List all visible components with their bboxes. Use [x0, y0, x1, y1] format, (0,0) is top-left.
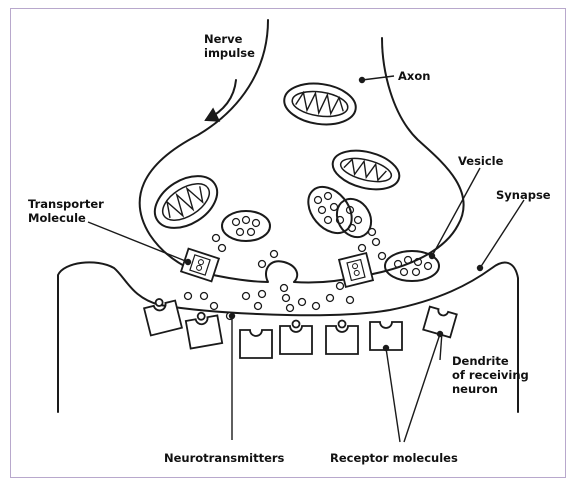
mitochondrion-left	[146, 165, 227, 238]
label-neurotransmitters: Neurotransmitters	[164, 451, 284, 465]
mitochondria	[146, 79, 404, 238]
label-axon: Axon	[398, 69, 430, 83]
label-synapse: Synapse	[496, 188, 551, 202]
label-transporter: Transporter Molecule	[28, 197, 104, 225]
label-nerve-impulse: Nerve impulse	[204, 32, 255, 60]
label-vesicle: Vesicle	[458, 154, 503, 168]
axon-membrane	[140, 20, 464, 283]
mitochondrion-right	[329, 144, 404, 195]
impulse-arrow	[206, 80, 236, 120]
label-receptor-molecules: Receptor molecules	[330, 451, 458, 465]
vesicles	[222, 179, 439, 281]
mitochondrion-top	[282, 79, 359, 129]
vesicle-left	[222, 211, 270, 241]
label-dendrite: Dendrite of receiving neuron	[452, 354, 529, 396]
